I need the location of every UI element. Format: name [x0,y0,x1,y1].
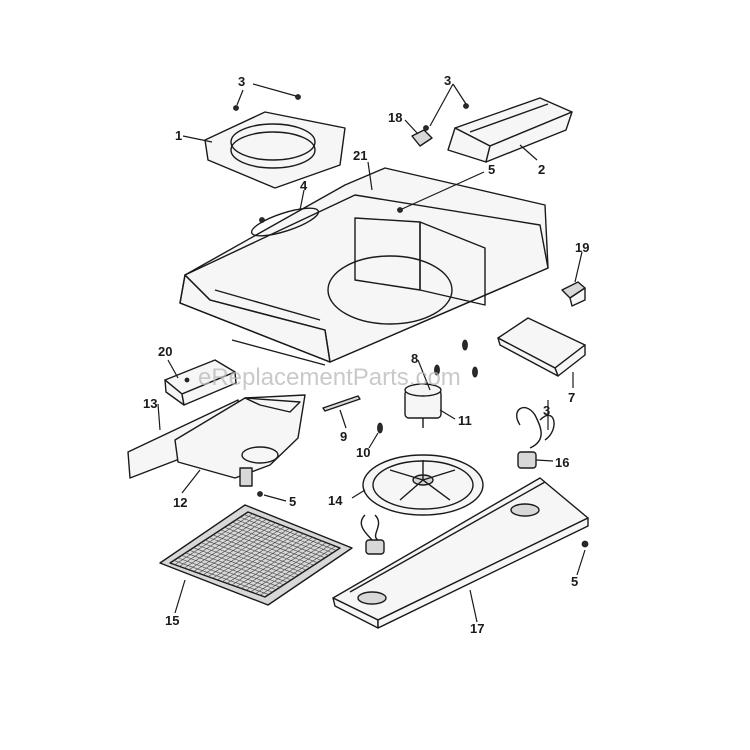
callout-8: 8 [411,351,418,366]
part-14-blower-fan[interactable] [362,454,484,516]
screw-3a-left [233,105,239,111]
mesh-line [226,533,304,584]
screw-3b [463,103,469,109]
part-19-clip[interactable] [561,281,586,307]
mesh-line [216,532,311,568]
part-17-bottom-panel[interactable] [332,477,589,629]
part-12-lamp-housing[interactable] [174,394,306,487]
callout-5b: 5 [289,494,296,509]
mesh-line [212,534,307,571]
callout-15: 15 [165,613,179,628]
part-10-screw[interactable] [377,422,383,434]
callout-20: 20 [158,344,172,359]
mesh-line [260,545,336,596]
callout-13: 13 [143,396,157,411]
mesh-line [224,527,318,563]
callout-21: 21 [353,148,367,163]
part-16-socket[interactable] [516,406,555,469]
screw-5a [397,207,403,213]
callout-17: 17 [470,621,484,636]
part-7-mount-bracket[interactable] [497,317,586,377]
callout-14: 14 [328,493,343,508]
mesh-line [231,535,308,586]
screw-4 [259,217,265,223]
mesh-line [220,529,314,566]
leader-lines [157,83,586,623]
mesh-line [241,538,318,589]
mesh-line [236,519,329,556]
callout-1: 1 [175,128,182,143]
callout-4: 4 [300,178,308,193]
callout-5a: 5 [488,162,495,177]
mesh-line [236,536,313,588]
callout-18: 18 [388,110,402,125]
screw-3a-right [295,94,301,100]
watermark-text: eReplacementParts.com [198,364,461,391]
callout-7: 7 [568,390,575,405]
callout-5c: 5 [571,574,578,589]
callout-11: 11 [458,413,472,428]
mesh-line [232,521,326,559]
part-15-grease-filter[interactable] [159,504,353,606]
callout-3c: 3 [543,403,550,418]
part-11-motor[interactable] [404,383,442,428]
mesh-line [243,514,337,551]
mesh-line [250,542,327,593]
callout-10: 10 [356,445,370,460]
callout-12: 12 [173,495,187,510]
part-18-small-bracket[interactable] [411,125,433,147]
mesh-line [228,524,322,561]
mesh-line [240,516,333,554]
screws-group [233,94,589,548]
part-screw-near-7[interactable] [462,339,478,378]
part-socket-lower[interactable] [360,514,385,555]
part-8-screw[interactable] [434,364,440,376]
mesh-line [217,529,295,581]
filter-mesh [173,513,337,596]
callout-16: 16 [555,455,569,470]
part-9-rod[interactable] [322,395,361,412]
mesh-line [245,540,322,591]
callout-labels: 1 3 3 18 2 21 5 4 19 7 3 20 13 12 9 8 11… [143,73,589,636]
callout-9: 9 [340,429,347,444]
screw-5c [581,540,589,548]
callout-19: 19 [575,240,589,255]
callout-3a: 3 [238,74,245,89]
part-21-hood-housing[interactable] [179,167,549,366]
part-20-switch-block[interactable] [164,359,237,406]
part-2-duct-bracket[interactable] [447,97,573,163]
part-1-duct-plate[interactable] [204,111,346,189]
callout-2: 2 [538,162,545,177]
mesh-line [222,531,299,582]
callout-3b: 3 [444,73,451,88]
screw-5b [257,491,263,497]
mesh-line [255,544,331,594]
